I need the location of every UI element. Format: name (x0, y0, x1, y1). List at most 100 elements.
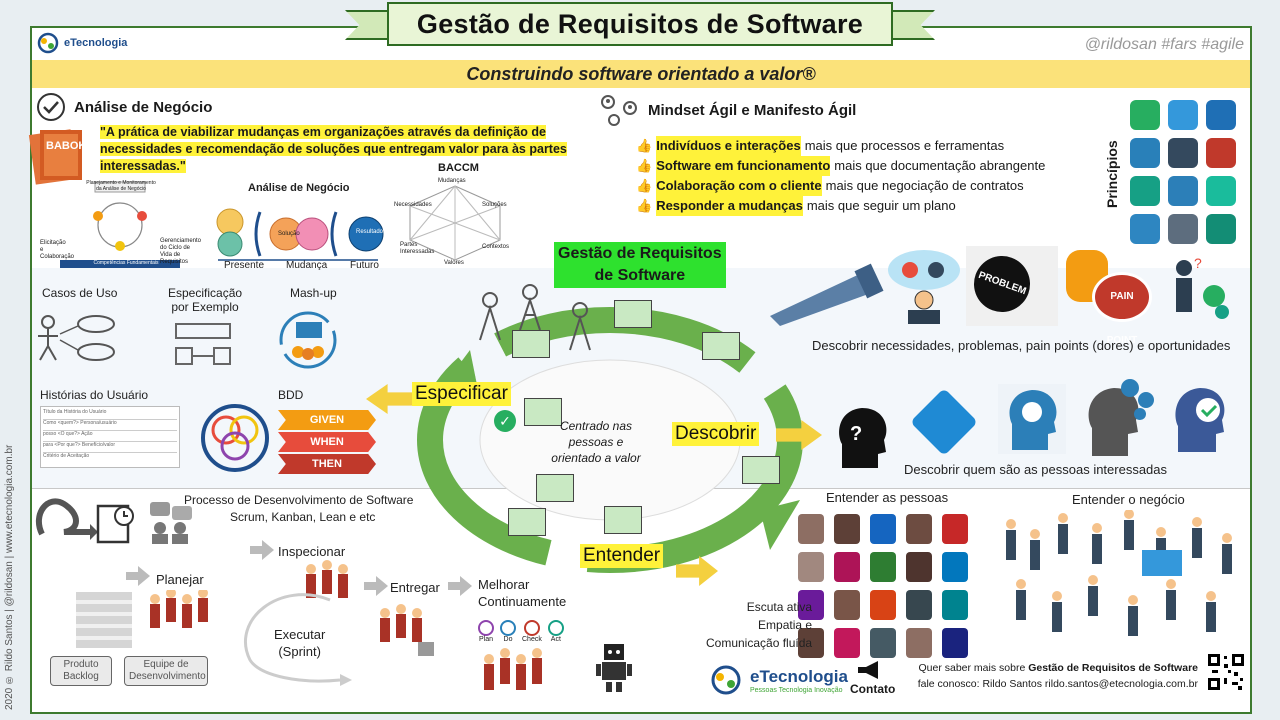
footer-cta-prefix: Quer saber mais sobre (918, 662, 1029, 674)
speech-bubble (604, 506, 642, 534)
equipe-note: Equipe de Desenvolvimento (124, 656, 208, 686)
principle-group-icon (1168, 214, 1198, 244)
check-head-icon (1175, 388, 1225, 452)
manifesto-rest: mais que processos e ferramentas (804, 138, 1005, 153)
arrow-melhorar-icon (448, 576, 472, 596)
manifesto-item: 👍 Software em funcionamento mais que doc… (636, 156, 1045, 176)
entender-skills: Escuta ativa Empatia e Comunicação fluíd… (706, 598, 812, 652)
principle-team-icon (1168, 138, 1198, 168)
brand-name-top: eTecnologia (64, 37, 128, 49)
brand-logo-top[interactable]: eTecnologia (36, 32, 127, 54)
business-people-illustration (1006, 510, 1232, 636)
thinking-worker-icon (888, 250, 960, 324)
principle-timer-icon (1168, 176, 1198, 206)
page-title: Gestão de Requisitos de Software (387, 2, 893, 46)
chat-people-icon (150, 502, 192, 544)
babok-label: BABOK (46, 140, 87, 152)
processo-heading-line2: Scrum, Kanban, Lean e etc (230, 510, 376, 524)
contato-label[interactable]: Contato (850, 682, 896, 696)
melhorar-line1: Melhorar (478, 577, 530, 592)
question-head-icon: ? (839, 408, 887, 468)
circle-label-resultado: Resultado (356, 229, 384, 235)
circles-svg (216, 208, 384, 261)
entregar-label: Entregar (390, 580, 440, 595)
check-circle-icon: ✓ (494, 410, 516, 432)
proc-node-competencias: Competências Fundamentais (93, 260, 159, 266)
pdca-step-label: Do (503, 636, 513, 643)
produto-line1: Produto (63, 659, 99, 670)
executar-line1: Executar (274, 627, 326, 642)
person-avatar (870, 514, 896, 544)
manifesto-item: 👍 Colaboração com o cliente mais que neg… (636, 176, 1045, 196)
brand-logo-bottom[interactable]: eTecnologia Pessoas Tecnologia Inovação (708, 664, 848, 696)
mashup-icon (279, 311, 337, 369)
spec-exemplo-line1: Especificação (168, 286, 243, 300)
team-entregar-icon (380, 604, 434, 656)
problem-ball: PROBLEM (966, 248, 1038, 320)
speech-bubble (702, 332, 740, 360)
manifesto-highlight: Colaboração com o cliente (656, 176, 822, 196)
story-row: para <Por que?> Benefício/valor (43, 442, 177, 453)
story-row: posso <O que?> Ação (43, 431, 177, 442)
person-avatar (906, 514, 932, 544)
planejar-label: Planejar (156, 572, 204, 587)
principle-growth-icon (1130, 176, 1160, 206)
thumbs-up-icon: 👍 (636, 178, 653, 193)
etecnologia-logo-large-icon (711, 665, 741, 695)
team-inspecionar-icon (306, 560, 348, 598)
baccm-node-valores: Valores (444, 260, 464, 266)
analise-circles-diagram: Análise de Negócio Resultado Solução Pre… (208, 182, 388, 272)
melhorar-line2: Continuamente (478, 594, 567, 609)
empatia-line1: Empatia e (758, 618, 813, 632)
subtitle-bar: Construindo software orientado a valor® (32, 60, 1250, 88)
melhorar-label: Melhorar Continuamente (478, 576, 566, 610)
problem-boulder: PROBLEM (966, 246, 1058, 326)
produto-line2: Backlog (63, 671, 99, 682)
person-avatar (834, 552, 860, 582)
qr-code-icon[interactable] (1206, 652, 1246, 692)
descobrir-pessoas-caption: Descobrir quem são as pessoas interessad… (904, 462, 1168, 477)
principle-target-icon (1130, 214, 1160, 244)
person-avatar (798, 590, 824, 620)
speech-bubble (508, 508, 546, 536)
pdca-step-label: Plan (478, 636, 493, 643)
baccm-node-mudancas: Mudanças (438, 178, 466, 184)
arrow-entregar-icon (364, 576, 388, 596)
mindset-heading: Mindset Ágil e Manifesto Ágil (598, 94, 856, 126)
analise-quote: "A prática de viabilizar mudanças em org… (100, 124, 580, 175)
user-story-card: Título da História do Usuário Como <quem… (40, 406, 180, 468)
team-planejar-icon (150, 590, 208, 628)
svg-text:?: ? (850, 423, 862, 445)
book-stack-icon (28, 129, 82, 185)
center-title-line1: Gestão de Requisitos (558, 245, 722, 262)
speech-bubble (742, 456, 780, 484)
sprint-cycle-svg (243, 593, 352, 686)
center-core-text: Centrado nas pessoas e orientado a valor (551, 419, 641, 465)
escuta-ativa: Escuta ativa (746, 600, 813, 614)
proc-node-ciclo: Gerenciamento do Ciclo de Vida de Requis… (160, 238, 202, 265)
footer-cta: Quer saber mais sobre Gestão de Requisit… (900, 660, 1198, 692)
principle-gear-icon (1130, 100, 1160, 130)
side-credit: 2020 ® Rildo Santos | @rildosan | www.et… (4, 444, 15, 710)
analise-title: Análise de Negócio (74, 98, 213, 116)
person-avatar (834, 514, 860, 544)
principle-checklist-icon (1168, 100, 1198, 130)
principle-calendar-icon (1130, 138, 1160, 168)
processo-heading: Processo de Desenvolvimento de Software … (184, 492, 413, 526)
principle-box-icon (1206, 100, 1236, 130)
proc-node-planejamento: Planejamento e Monitoramento da Análise … (86, 180, 156, 192)
megaphone-icon (858, 661, 878, 679)
banner-tail-left (345, 10, 393, 40)
person-avatar (906, 628, 932, 658)
confused-gears-icon: ? (1176, 255, 1229, 319)
pdca-step: Check (522, 620, 542, 643)
principles-icon-grid (1130, 100, 1240, 244)
story-row: Critério de Aceitação (43, 453, 90, 459)
story-row: Título da História do Usuário (43, 409, 177, 420)
baccm-node-necessidades: Necessidades (394, 202, 432, 208)
checklist-badge-icon (37, 93, 65, 121)
use-case-diagram-icon (38, 315, 115, 361)
principle-refresh-icon (1206, 214, 1236, 244)
team-melhorar-icon (484, 648, 542, 690)
mashup-label: Mash-up (290, 286, 337, 300)
